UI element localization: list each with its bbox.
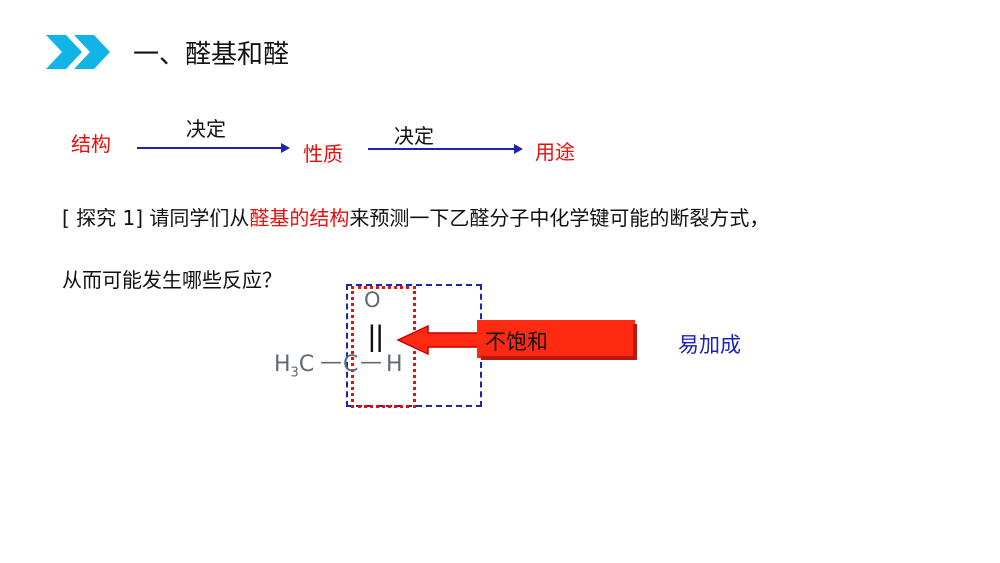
oxygen-atom: O: [364, 288, 381, 312]
question-suffix: 来预测一下乙醛分子中化学键可能的断裂方式，: [349, 206, 770, 230]
flow-arrow-1: [137, 143, 290, 153]
flow-arrow-label-2: 决定: [394, 124, 434, 148]
chevron-icon: [46, 35, 110, 69]
question-prefix: [ 探究 1] 请同学们从: [62, 206, 250, 230]
double-bond: ||: [368, 320, 384, 353]
flow-step-use: 用途: [535, 140, 575, 164]
question-highlight: 醛基的结构: [249, 206, 350, 230]
page-title: 一、醛基和醛: [133, 40, 290, 70]
flow-arrow-2: [368, 144, 523, 154]
bond-left: —: [320, 350, 342, 375]
carbonyl-carbon: C: [343, 352, 359, 377]
question-line-2: 从而可能发生哪些反应？: [62, 268, 282, 292]
bond-right: —: [360, 350, 382, 375]
result-label: 易加成: [678, 333, 741, 357]
flow-step-structure: 结构: [71, 132, 111, 156]
question-line-1: [ 探究 1] 请同学们从醛基的结构来预测一下乙醛分子中化学键可能的断裂方式，: [62, 202, 769, 231]
methyl-group: H3C: [274, 352, 315, 381]
callout-label: 不饱和: [485, 330, 548, 354]
aldehyde-hydrogen: H: [386, 352, 403, 377]
flow-step-property: 性质: [303, 142, 343, 166]
callout-arrow: [396, 320, 637, 360]
flow-arrow-label-1: 决定: [186, 117, 226, 141]
